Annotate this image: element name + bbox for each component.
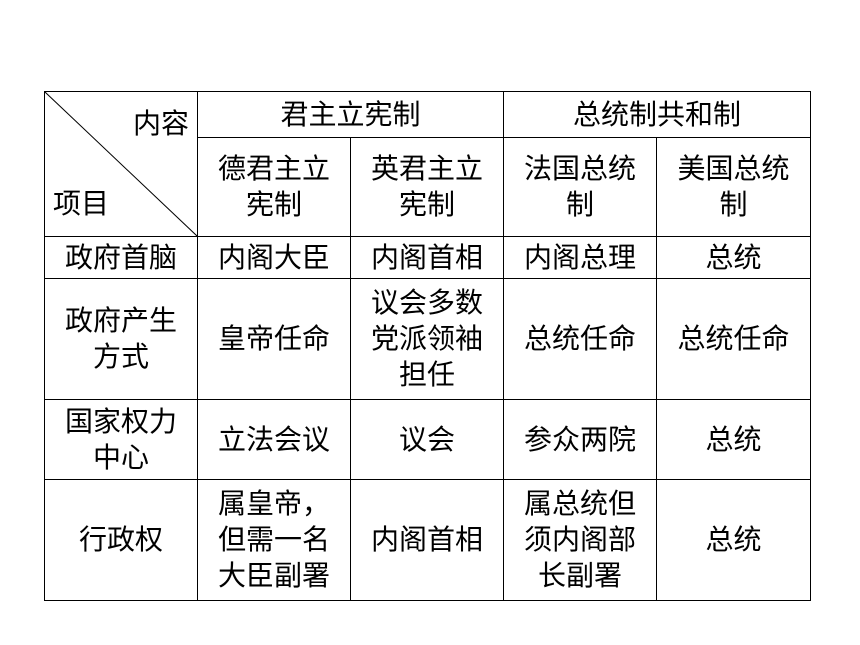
subheader-usa: 美国总统 制	[656, 137, 812, 237]
subheader-row: 德君主立 宪制 英君主立 宪制 法国总统 制 美国总统 制	[45, 137, 812, 237]
comparison-table: 内容 项目 君主立宪制 总统制共和制 德君主立 宪制 英君主立 宪制 法国总统 …	[44, 90, 812, 601]
table-cell: 属皇帝， 但需一名 大臣副署	[197, 479, 351, 601]
table-row: 政府首脑 内阁大臣 内阁首相 内阁总理 总统	[44, 236, 812, 279]
table-cell: 总统	[656, 236, 812, 279]
subheader-germany: 德君主立 宪制	[197, 137, 351, 237]
table-cell: 总统	[656, 479, 812, 601]
table-row: 政府产生 方式 皇帝任命 议会多数 党派领袖 担任 总统任命 总统任命	[44, 278, 812, 400]
table-cell: 内阁首相	[349, 236, 505, 279]
corner-content-label: 内容	[132, 107, 189, 140]
row-label: 国家权力 中心	[44, 399, 198, 480]
table-cell: 属总统但 须内阁部 长副署	[503, 479, 658, 601]
table-cell: 议会多数 党派领袖 担任	[349, 278, 505, 400]
table-cell: 总统	[656, 399, 812, 480]
table-cell: 立法会议	[197, 399, 351, 480]
row-label: 行政权	[44, 479, 198, 601]
table-row: 国家权力 中心 立法会议 议会 参众两院 总统	[44, 399, 812, 480]
row-label: 政府产生 方式	[44, 278, 198, 400]
group-header-presidential-republic: 总统制共和制	[503, 90, 812, 139]
table-cell: 总统任命	[503, 278, 658, 400]
group-header-constitutional-monarchy: 君主立宪制	[196, 90, 505, 139]
corner-header-cell: 内容 项目	[44, 91, 198, 237]
row-label: 政府首脑	[44, 236, 198, 279]
diagonal-divider	[45, 92, 197, 236]
group-header-row: 内容 项目 君主立宪制 总统制共和制	[44, 90, 812, 237]
table-cell: 参众两院	[503, 399, 658, 480]
table-cell: 总统任命	[656, 278, 812, 400]
subheader-britain: 英君主立 宪制	[349, 137, 505, 237]
table-cell: 皇帝任命	[197, 278, 351, 400]
table-row: 行政权 属皇帝， 但需一名 大臣副署 内阁首相 属总统但 须内阁部 长副署 总统	[44, 479, 812, 601]
subheader-france: 法国总统 制	[503, 137, 658, 237]
table-cell: 内阁总理	[503, 236, 658, 279]
table-cell: 内阁大臣	[197, 236, 351, 279]
table-cell: 内阁首相	[349, 479, 505, 601]
table-cell: 议会	[349, 399, 505, 480]
corner-item-label: 项目	[53, 187, 110, 220]
